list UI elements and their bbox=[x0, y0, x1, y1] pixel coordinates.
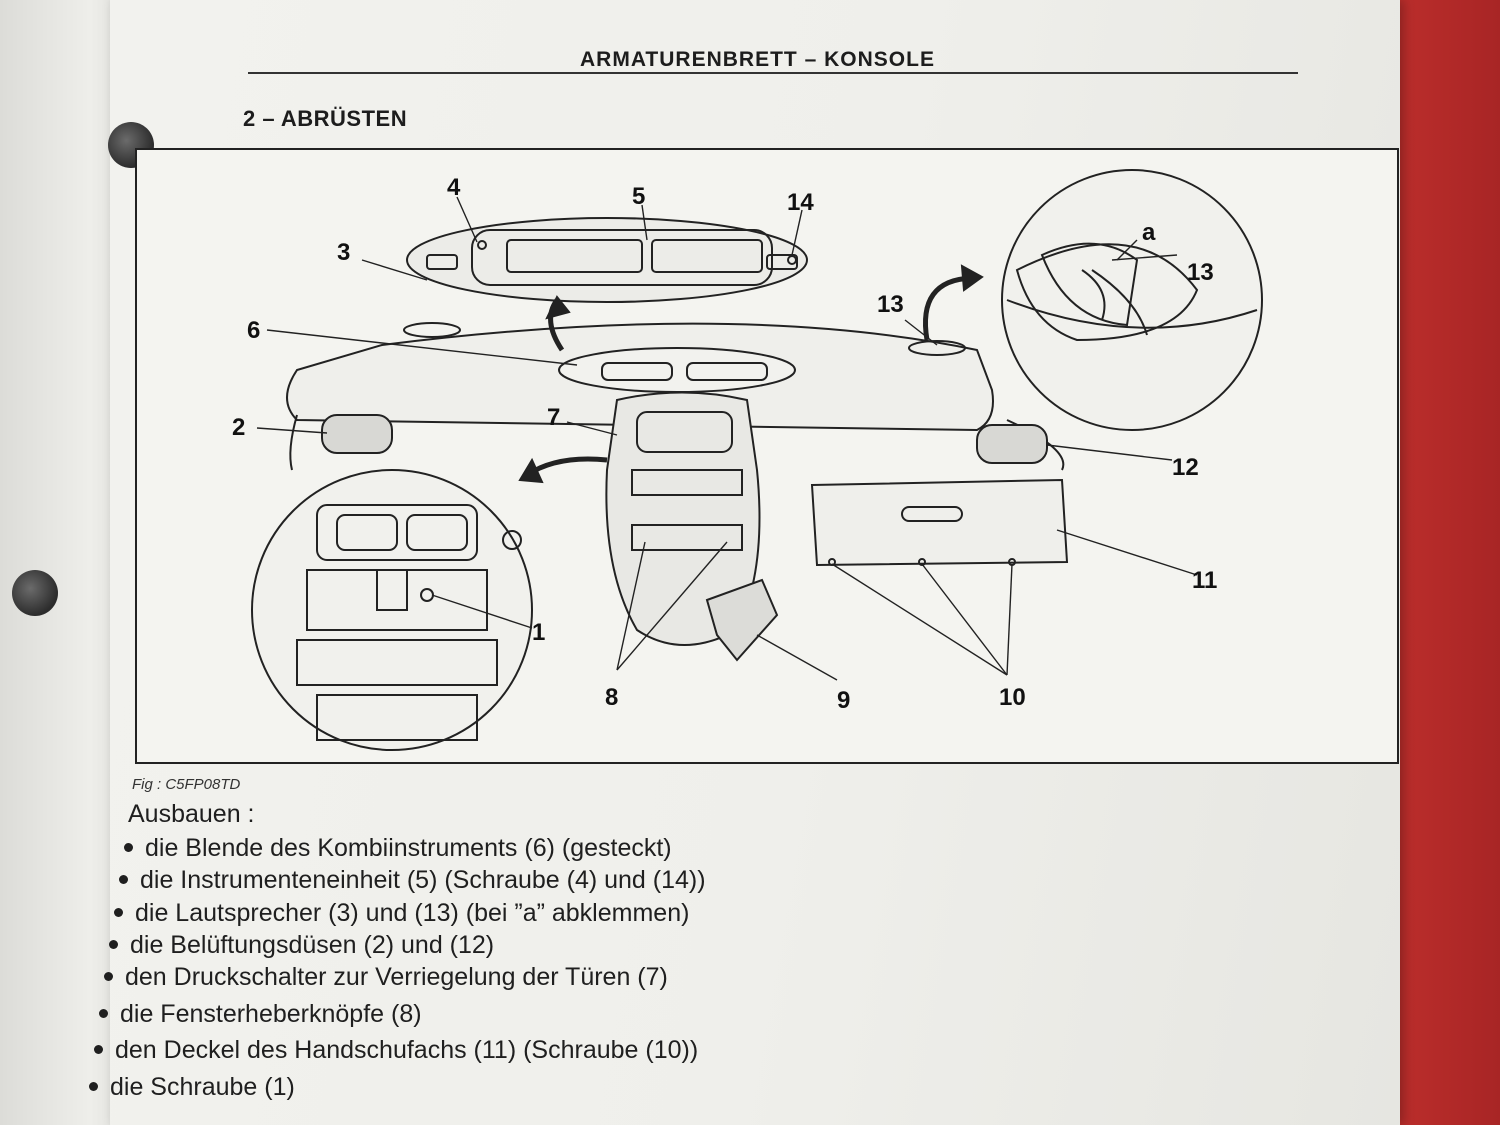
speaker-detail-zoom bbox=[1001, 169, 1263, 431]
callout-7: 7 bbox=[547, 404, 560, 431]
callout-5: 5 bbox=[632, 183, 645, 210]
punch-hole-bottom bbox=[12, 570, 58, 616]
bullet bbox=[94, 1044, 103, 1054]
bullet bbox=[99, 1008, 108, 1018]
arrow-console bbox=[525, 456, 608, 478]
callout-a: a bbox=[1142, 219, 1156, 246]
callout-8: 8 bbox=[605, 684, 618, 711]
callout-2: 2 bbox=[232, 414, 245, 441]
instruction-item: den Druckschalter zur Verriegelung der T… bbox=[104, 963, 668, 992]
instruction-item: die Lautsprecher (3) und (13) (bei ”a” a… bbox=[114, 899, 689, 928]
callout-10: 10 bbox=[999, 684, 1026, 711]
show-through-text bbox=[915, 700, 1455, 1080]
instruction-item: die Fensterheberknöpfe (8) bbox=[99, 1000, 422, 1029]
bullet bbox=[119, 874, 128, 884]
callout-6: 6 bbox=[247, 317, 260, 344]
bullet bbox=[124, 842, 133, 852]
callout-13-dashboard: 13 bbox=[877, 291, 904, 318]
dashboard-drawing bbox=[286, 322, 1069, 662]
callout-4: 4 bbox=[447, 174, 461, 201]
instructions-intro: Ausbauen : bbox=[128, 800, 255, 828]
header-rule bbox=[248, 72, 1298, 74]
instruction-item: die Belüftungsdüsen (2) und (12) bbox=[109, 931, 494, 960]
instruction-item: die Schraube (1) bbox=[89, 1073, 295, 1102]
callout-13-zoom: 13 bbox=[1187, 259, 1214, 286]
instruction-item: den Deckel des Handschufachs (11) (Schra… bbox=[94, 1036, 698, 1065]
callout-14: 14 bbox=[787, 189, 814, 216]
bullet bbox=[89, 1081, 98, 1091]
page-header: ARMATURENBRETT – KONSOLE bbox=[580, 48, 935, 71]
bullet bbox=[114, 907, 123, 917]
callout-3: 3 bbox=[337, 239, 350, 266]
arrow-speaker bbox=[923, 275, 973, 341]
section-title: 2 – ABRÜSTEN bbox=[243, 106, 408, 131]
callout-1: 1 bbox=[532, 619, 545, 646]
callout-9: 9 bbox=[837, 687, 850, 714]
exploded-diagram: 4 5 14 3 6 2 7 12 11 13 13 a 1 8 9 10 bbox=[135, 148, 1399, 764]
bullet bbox=[104, 971, 113, 981]
console-detail-zoom bbox=[251, 469, 533, 751]
bullet bbox=[109, 939, 118, 949]
figure-caption: Fig : C5FP08TD bbox=[132, 776, 241, 793]
instrument-unit-drawing bbox=[406, 217, 808, 303]
diagram-drawing: 4 5 14 3 6 2 7 12 11 13 13 a 1 8 9 10 bbox=[232, 169, 1263, 751]
callout-12: 12 bbox=[1172, 454, 1199, 481]
instruction-item: die Instrumenteneinheit (5) (Schraube (4… bbox=[119, 866, 706, 895]
callout-11: 11 bbox=[1192, 567, 1217, 594]
instruction-item: die Blende des Kombiinstruments (6) (ges… bbox=[124, 834, 672, 863]
